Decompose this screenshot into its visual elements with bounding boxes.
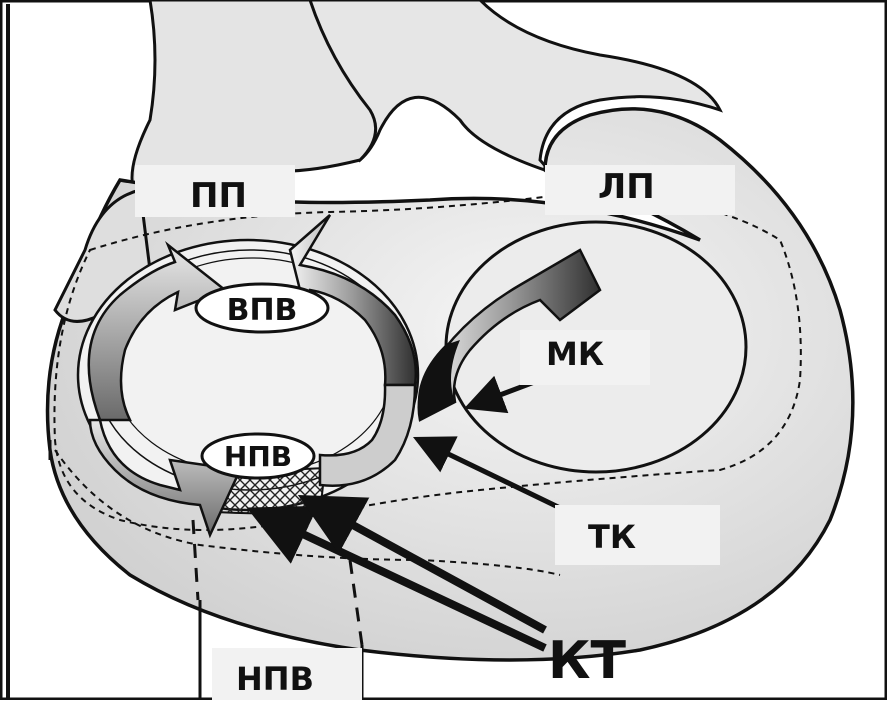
label-mitral-valve: МК — [546, 335, 604, 373]
label-svc: ВПВ — [227, 293, 298, 328]
label-cti: КТ — [548, 631, 627, 691]
label-ivc-below: НПВ — [236, 660, 314, 698]
label-tricuspid-valve: ТК — [588, 518, 636, 556]
label-left-atrium: ЛП — [598, 167, 655, 207]
label-bg-tk — [555, 505, 720, 565]
label-right-atrium: ПП — [190, 176, 247, 216]
label-ivc-ring: НПВ — [224, 440, 292, 473]
